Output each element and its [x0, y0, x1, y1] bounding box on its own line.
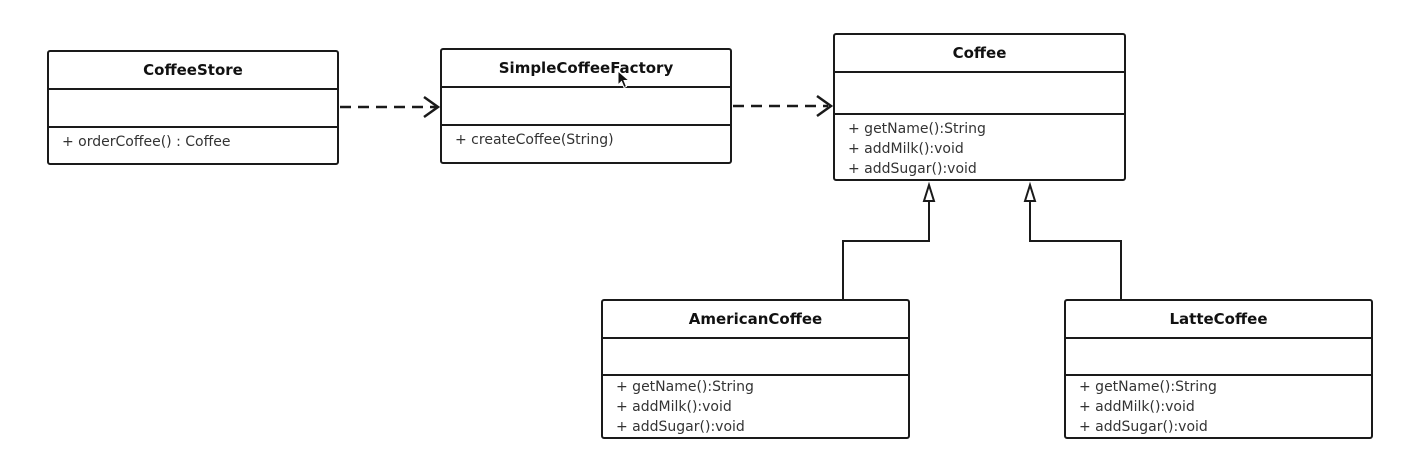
class-coffee[interactable]: Coffee + getName():String + addMilk():vo…	[833, 33, 1126, 181]
operation: + addSugar():void	[848, 161, 977, 177]
operation: + addMilk():void	[848, 141, 964, 157]
class-name: SimpleCoffeeFactory	[442, 50, 730, 88]
operations-compartment: + getName():String + addMilk():void + ad…	[603, 376, 908, 437]
mouse-pointer-icon	[617, 70, 631, 89]
class-simple-coffee-factory[interactable]: SimpleCoffeeFactory + createCoffee(Strin…	[440, 48, 732, 164]
attributes-compartment	[835, 73, 1124, 115]
attributes-compartment	[603, 339, 908, 376]
operations-compartment: + createCoffee(String)	[442, 126, 730, 150]
class-coffee-store[interactable]: CoffeeStore + orderCoffee() : Coffee	[47, 50, 339, 165]
operation: + addMilk():void	[1079, 399, 1195, 415]
generalization-arrow-american-to-coffee	[842, 181, 936, 299]
class-name: AmericanCoffee	[603, 301, 908, 339]
operations-compartment: + orderCoffee() : Coffee	[49, 128, 337, 152]
class-name: Coffee	[835, 35, 1124, 73]
class-latte-coffee[interactable]: LatteCoffee + getName():String + addMilk…	[1064, 299, 1373, 439]
dependency-arrow-factory-to-coffee	[733, 94, 834, 118]
operations-compartment: + getName():String + addMilk():void + ad…	[1066, 376, 1371, 437]
operation: + getName():String	[616, 379, 754, 395]
class-name: LatteCoffee	[1066, 301, 1371, 339]
operation: + createCoffee(String)	[455, 132, 614, 148]
operation: + addSugar():void	[616, 419, 745, 435]
attributes-compartment	[1066, 339, 1371, 376]
attributes-compartment	[442, 88, 730, 126]
generalization-arrow-latte-to-coffee	[1023, 181, 1122, 299]
class-american-coffee[interactable]: AmericanCoffee + getName():String + addM…	[601, 299, 910, 439]
attributes-compartment	[49, 90, 337, 128]
dependency-arrow-store-to-factory	[340, 95, 441, 119]
operation: + getName():String	[848, 121, 986, 137]
operation: + addSugar():void	[1079, 419, 1208, 435]
operations-compartment: + getName():String + addMilk():void + ad…	[835, 115, 1124, 179]
operation: + orderCoffee() : Coffee	[62, 134, 231, 150]
class-name: CoffeeStore	[49, 52, 337, 90]
operation: + getName():String	[1079, 379, 1217, 395]
operation: + addMilk():void	[616, 399, 732, 415]
